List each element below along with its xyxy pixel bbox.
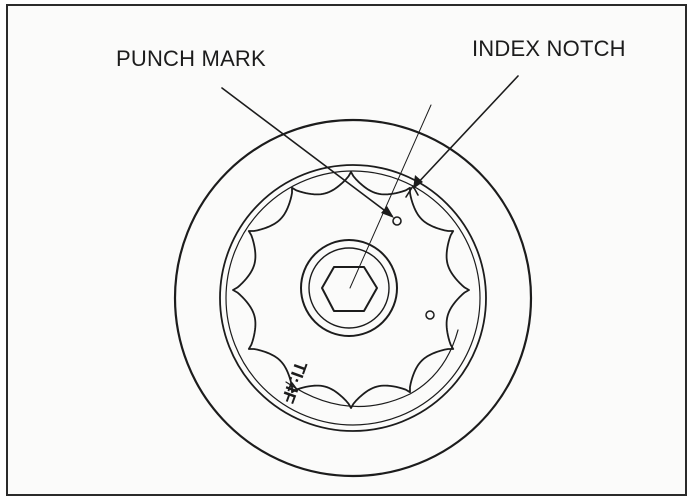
outer-pulley-rim: [173, 118, 533, 478]
pulley-face-inner-ring: [225, 170, 481, 426]
timing-reference-line: [349, 104, 432, 289]
punch-mark-arrowhead: [381, 206, 394, 218]
figure-frame: [6, 4, 687, 496]
index-notch-arrowhead: [413, 175, 423, 189]
toothed-timing-sprocket: [232, 171, 470, 409]
index-notch: [405, 185, 419, 198]
index-notch-label: INDEX NOTCH: [472, 36, 626, 61]
pulley-face: [219, 164, 487, 432]
center-boss-inner: [308, 247, 390, 329]
small-hole: [425, 310, 435, 320]
punch-mark-leader: [221, 87, 393, 217]
hex-center-bolt: [321, 266, 378, 312]
center-boss: [300, 239, 398, 337]
engraved-marking: TI:4F: [278, 359, 312, 406]
sprocket-cast-arc: [285, 329, 459, 408]
punch-mark: [392, 216, 402, 226]
punch-mark-label: PUNCH MARK: [116, 46, 266, 71]
index-notch-leader: [414, 75, 519, 187]
